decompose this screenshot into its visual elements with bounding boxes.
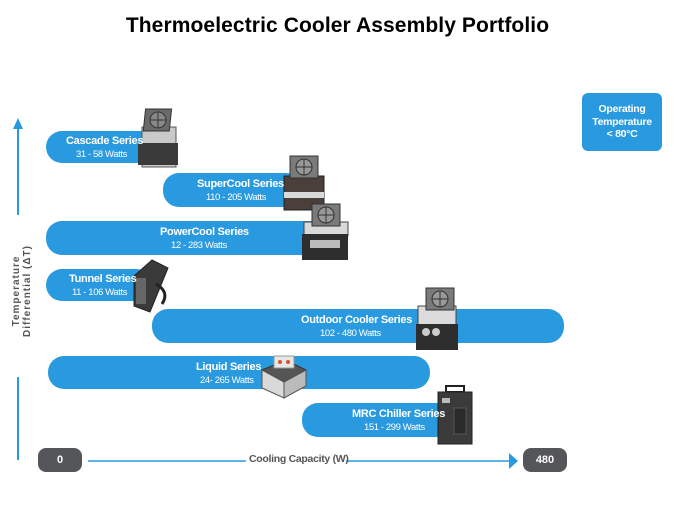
x-axis-arrow-icon — [509, 453, 518, 469]
series-bar-liquid: Liquid Series 24- 265 Watts — [48, 356, 430, 389]
supercool-product-image — [283, 155, 325, 211]
y-axis-label: Temperature Differential (ΔT) — [11, 231, 33, 351]
operating-temperature-badge: Operating Temperature < 80°C — [582, 93, 662, 151]
series-bar-tunnel: Tunnel Series 11 - 106 Watts — [46, 269, 152, 301]
series-name: SuperCool Series — [197, 178, 284, 190]
series-name: Liquid Series — [196, 361, 262, 373]
y-axis — [13, 118, 23, 460]
y-axis-arrow-icon — [13, 118, 23, 129]
series-bar-supercool: SuperCool Series 110 - 205 Watts — [163, 173, 303, 207]
series-bar-powercool: PowerCool Series 12 - 283 Watts — [46, 221, 346, 255]
series-range: 24- 265 Watts — [200, 375, 254, 386]
y-axis-label-line1: Temperature — [11, 255, 22, 327]
cascade-product-image — [138, 108, 178, 168]
series-bar-mrc-chiller: MRC Chiller Series 151 - 299 Watts — [302, 403, 452, 437]
liquid-product-image — [260, 355, 308, 399]
series-name: MRC Chiller Series — [352, 408, 446, 420]
optemp-line2: Temperature — [592, 115, 652, 128]
outdoor-cooler-product-image — [416, 287, 458, 350]
series-range: 12 - 283 Watts — [171, 240, 227, 251]
series-range: 31 - 58 Watts — [76, 149, 127, 160]
mrc-chiller-product-image — [437, 385, 473, 445]
x-axis-label: Cooling Capacity (W) — [249, 453, 349, 465]
series-range: 110 - 205 Watts — [206, 192, 267, 203]
series-bar-outdoor-cooler: Outdoor Cooler Series 102 - 480 Watts — [152, 309, 564, 343]
series-name: Tunnel Series — [69, 273, 137, 285]
series-name: PowerCool Series — [160, 226, 249, 238]
series-name: Cascade Series — [66, 135, 144, 147]
y-axis-label-line2: Differential (ΔT) — [22, 245, 33, 337]
series-range: 151 - 299 Watts — [364, 422, 425, 433]
x-axis-max-pill: 480 — [523, 448, 567, 472]
optemp-line3: < 80°C — [606, 128, 638, 141]
tunnel-product-image — [133, 259, 169, 313]
page-title: Thermoelectric Cooler Assembly Portfolio — [125, 14, 550, 37]
optemp-line1: Operating — [598, 103, 646, 116]
series-name: Outdoor Cooler Series — [301, 314, 413, 326]
x-axis — [88, 453, 518, 469]
series-range: 11 - 106 Watts — [72, 287, 128, 298]
series-range: 102 - 480 Watts — [320, 328, 381, 339]
powercool-product-image — [302, 203, 349, 260]
x-axis-min-pill: 0 — [38, 448, 82, 472]
